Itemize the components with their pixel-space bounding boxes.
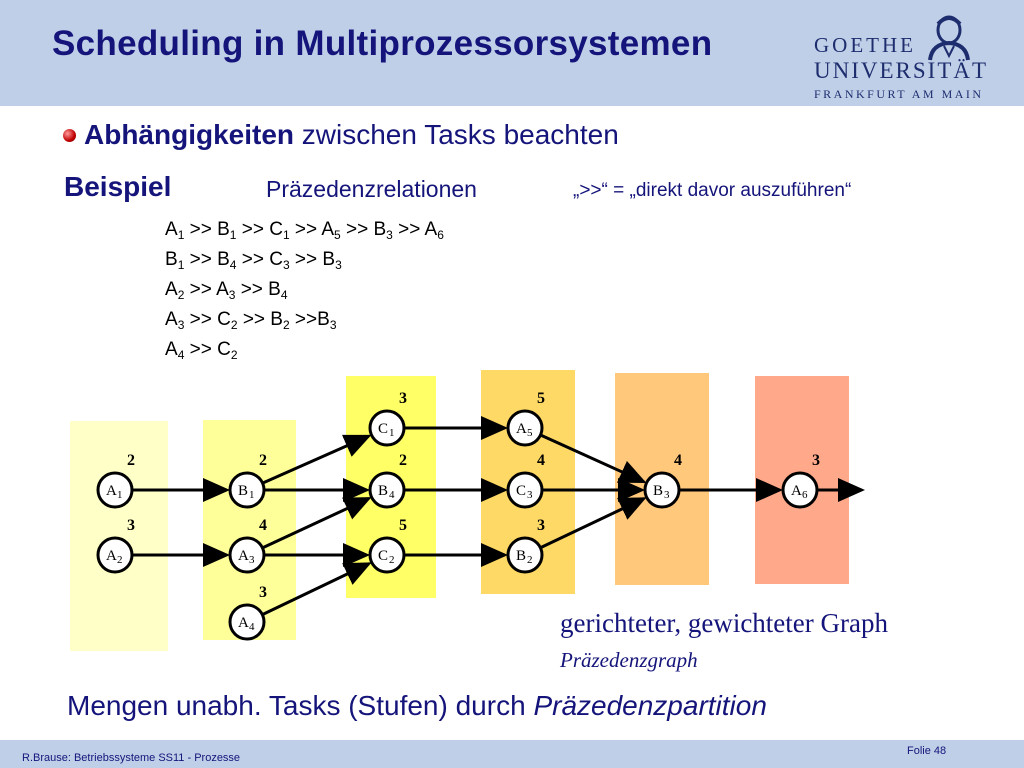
- logo-line-city: FRANKFURT AM MAIN: [814, 87, 984, 101]
- node-weight: 3: [537, 517, 545, 534]
- relation-line-2: B1 >> B4 >> C3 >> B3: [165, 249, 342, 272]
- node-weight: 2: [127, 452, 135, 469]
- node-subscript: 6: [802, 489, 808, 501]
- node-weight: 3: [399, 390, 407, 407]
- edge-A5-B3: [539, 433, 647, 484]
- node-circle: [368, 536, 406, 574]
- node-circle: [228, 536, 266, 574]
- relation-definition: „>>“ = „direkt davor auszuführen“: [573, 180, 852, 201]
- stage-band-2: [203, 420, 296, 640]
- node-circle: [228, 471, 266, 509]
- node-circle: [781, 471, 819, 509]
- graph-subcaption: Präzedenzgraph: [560, 648, 698, 672]
- node-label: B: [653, 483, 663, 499]
- logo-line-goethe: GOETHE: [814, 33, 916, 57]
- node-subscript: 3: [527, 489, 533, 501]
- node-label: B: [238, 483, 248, 499]
- node-subscript: 5: [527, 427, 533, 439]
- node-weight: 5: [537, 390, 545, 407]
- node-weight: 4: [259, 517, 267, 534]
- node-label: A: [238, 548, 249, 564]
- node-subscript: 2: [527, 554, 533, 566]
- node-subscript: 3: [249, 554, 255, 566]
- edge-B2-B3: [539, 497, 647, 550]
- node-circle: [368, 471, 406, 509]
- node-circle: [96, 536, 134, 574]
- node-label: A: [516, 421, 527, 437]
- node-weight: 3: [812, 452, 820, 469]
- node-circle: [506, 536, 544, 574]
- node-label: C: [516, 483, 526, 499]
- praezedenzrelationen-label: Präzedenzrelationen: [266, 176, 477, 202]
- bullet-icon: [63, 129, 76, 142]
- header-bar: Scheduling in Multiprozessorsystemen: [0, 0, 1024, 106]
- relation-line-5: A4 >> C2: [165, 339, 238, 362]
- bullet-text: Abhängigkeiten zwischen Tasks beachten: [84, 119, 619, 151]
- node-subscript: 1: [249, 489, 255, 501]
- bullet-rest: zwischen Tasks beachten: [294, 119, 619, 150]
- node-weight: 3: [127, 517, 135, 534]
- partition-text: Mengen unabh. Tasks (Stufen) durch: [67, 690, 534, 721]
- node-label: C: [378, 548, 388, 564]
- node-label: B: [378, 483, 388, 499]
- node-circle: [368, 409, 406, 447]
- graph-caption: gerichteter, gewichteter Graph: [560, 608, 888, 638]
- node-label: A: [106, 483, 117, 499]
- footer-bar: R.Brause: Betriebssysteme SS11 - Prozess…: [0, 740, 1024, 768]
- edge-A4-C2: [261, 562, 372, 617]
- partition-emphasis: Präzedenzpartition: [533, 690, 767, 721]
- stage-band-1: [70, 421, 168, 651]
- bullet-bold: Abhängigkeiten: [84, 119, 295, 150]
- node-circle: [643, 471, 681, 509]
- node-subscript: 4: [249, 621, 255, 633]
- node-subscript: 2: [389, 554, 395, 566]
- node-subscript: 2: [117, 554, 123, 566]
- edge-A3-B4: [261, 497, 372, 550]
- logo-line-universitaet: UNIVERSITÄT: [814, 58, 989, 83]
- node-weight: 4: [537, 452, 545, 469]
- node-label: A: [791, 483, 802, 499]
- node-weight: 2: [399, 452, 407, 469]
- node-subscript: 3: [664, 489, 670, 501]
- node-weight: 2: [259, 452, 267, 469]
- goethe-portrait-icon: [928, 15, 970, 61]
- node-label: A: [238, 615, 249, 631]
- node-circle: [96, 471, 134, 509]
- relation-line-3: A2 >> A3 >> B4: [165, 279, 288, 302]
- node-circle: [506, 409, 544, 447]
- node-subscript: 1: [389, 427, 395, 439]
- node-weight: 4: [674, 452, 682, 469]
- beispiel-label: Beispiel: [64, 171, 172, 202]
- relation-line-4: A3 >> C2 >> B2 >>B3: [165, 309, 337, 332]
- slide-number: Folie 48: [907, 745, 947, 757]
- partition-statement: Mengen unabh. Tasks (Stufen) durch Präze…: [67, 690, 767, 722]
- node-weight: 5: [399, 517, 407, 534]
- node-subscript: 4: [389, 489, 395, 501]
- node-circle: [228, 603, 266, 641]
- node-label: B: [516, 548, 526, 564]
- page-title: Scheduling in Multiprozessorsystemen: [52, 24, 713, 63]
- relation-line-1: A1 >> B1 >> C1 >> A5 >> B3 >> A6: [165, 219, 444, 242]
- node-weight: 3: [259, 584, 267, 601]
- edge-B1-C1: [261, 434, 372, 485]
- footer-author: R.Brause: Betriebssysteme SS11 - Prozess…: [22, 752, 241, 764]
- node-subscript: 1: [117, 489, 123, 501]
- node-label: C: [378, 421, 388, 437]
- node-circle: [506, 471, 544, 509]
- node-label: A: [106, 548, 117, 564]
